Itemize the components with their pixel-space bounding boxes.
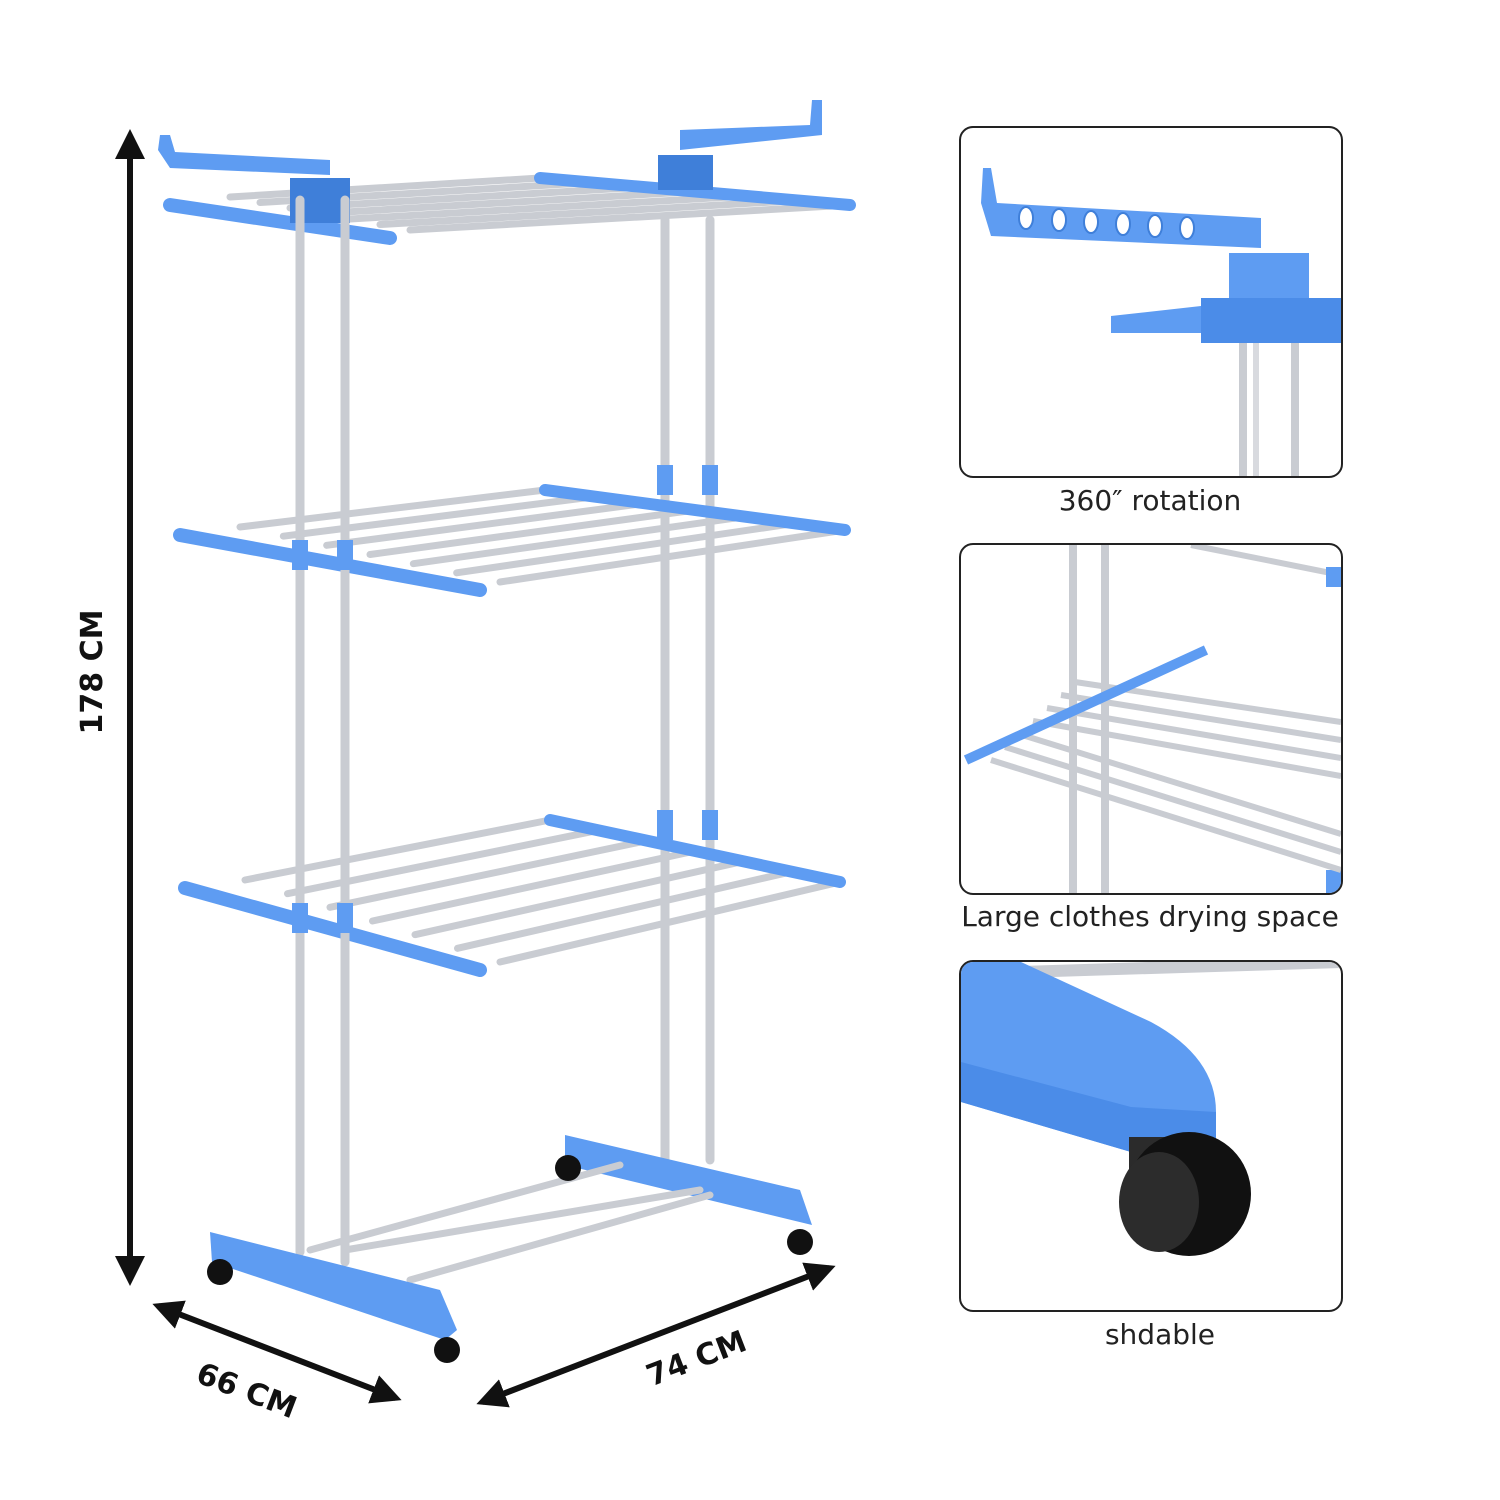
drying-rod [453,519,799,577]
wheel [787,1229,813,1255]
drying-rod [411,857,747,939]
drying-rod [366,506,699,558]
wheel [555,1155,581,1181]
pole-joint [292,540,308,570]
shelf-front-bar [173,528,487,597]
caster-wheel-icon [961,962,1341,1256]
drying-rod [1032,718,1341,779]
feature-panel-rotation [959,126,1343,478]
drying-rod [1018,731,1341,837]
right-foot [565,1135,812,1225]
drying-rod [226,174,544,201]
base-rod [341,1186,704,1254]
drying-rod [409,513,749,568]
feature-panel-wheel [959,960,1343,1312]
joint [658,155,713,190]
pole-joint [702,465,718,495]
drying-rod [369,847,699,925]
drying-rod [346,192,751,223]
width-arrow: 74 CM [476,1262,836,1408]
feature-caption-wheel: shdable [1104,1318,1216,1351]
drying-rod [323,499,649,549]
wing-arm-right [680,100,822,150]
wing-arm-left [158,135,330,175]
left-foot [210,1232,457,1340]
pole-joint [337,540,353,570]
rack [158,100,856,1363]
shelf-front-bar [163,198,397,245]
depth-arrow: 66 CM [152,1300,402,1426]
drying-rod [496,526,849,586]
height-arrow: 178 CM [75,129,145,1286]
pole-joint [657,810,673,840]
rotating-wing-arm-icon [981,168,1341,476]
pole-joint [702,810,718,840]
pole-joint [337,903,353,933]
shelf-side-bar [534,172,856,211]
drying-rod [1004,744,1341,855]
drying-rod [496,878,844,966]
drying-rod [284,826,602,898]
depth-label: 66 CM [192,1356,302,1426]
shelf-bar [963,645,1209,765]
drying-rod [1046,705,1341,761]
drying-rod [454,868,796,952]
drying-rods-icon [963,545,1341,893]
drying-rod [406,201,854,234]
pole-joint [292,903,308,933]
drying-rod [376,197,802,228]
drying-rod [990,757,1341,873]
wheel [207,1259,233,1285]
drying-rod [279,493,599,540]
height-label: 178 CM [75,610,110,735]
feature-panel-drying-space [959,543,1343,895]
drying-rod [1060,692,1341,743]
feature-caption-drying-space: Large clothes drying space [961,900,1339,933]
base-rod [406,1191,714,1284]
drying-rod [326,837,651,911]
pole-joint [657,465,673,495]
drying-rod [316,188,699,217]
wheel [434,1337,460,1363]
shelf-front-bar [178,881,487,977]
shelf-side-bar [544,814,846,888]
shelf-side-bar [539,484,851,536]
feature-caption-rotation: 360″ rotation [1058,484,1242,517]
drying-rod [236,486,549,531]
